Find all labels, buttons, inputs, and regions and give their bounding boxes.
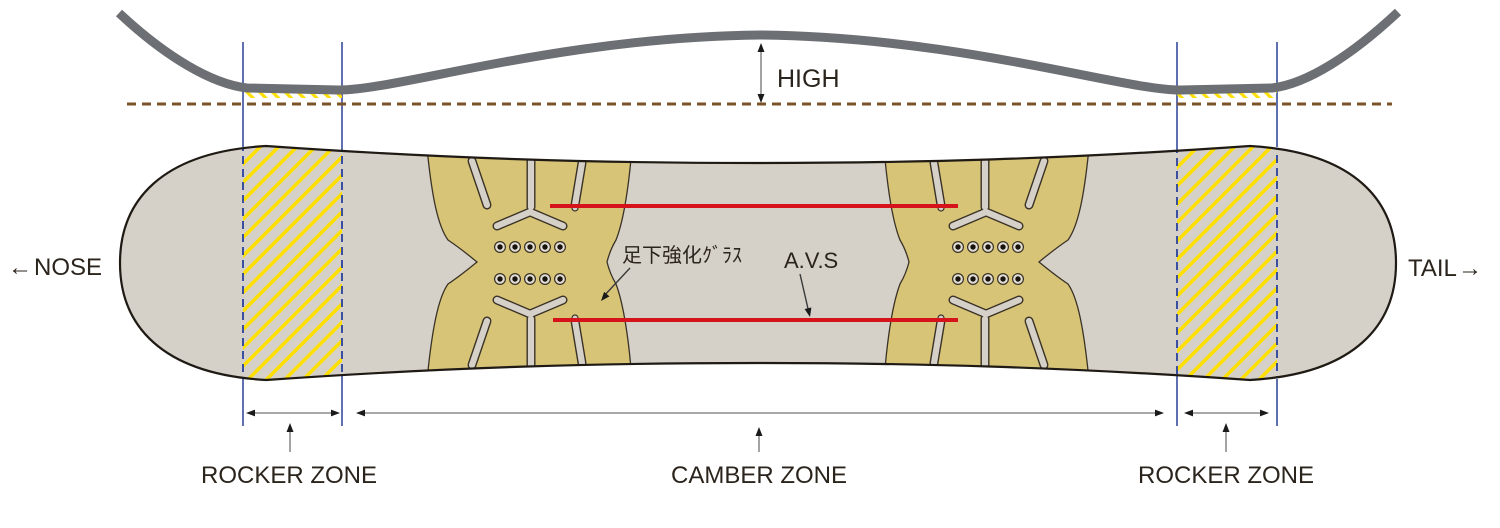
rocker-zone-area-tail — [1176, 146, 1278, 380]
insert-hole — [951, 241, 965, 253]
insert-hole — [538, 273, 552, 285]
underfoot-reinforcement-label: 足下強化ｸﾞﾗｽ — [622, 244, 742, 267]
camber-profile-curve — [115, 8, 1402, 95]
insert-hole — [996, 241, 1010, 253]
insert-hole — [966, 241, 980, 253]
rocker-zone-left-pointer — [286, 423, 294, 452]
rocker-zone-left-label: ROCKER ZONE — [201, 462, 377, 489]
insert-hole — [996, 273, 1010, 285]
insert-hole — [981, 273, 995, 285]
insert-hole — [553, 241, 567, 253]
insert-hole — [523, 241, 537, 253]
insert-hole — [538, 241, 552, 253]
rocker-zone-right-label: ROCKER ZONE — [1138, 462, 1314, 489]
high-dimension-arrow — [757, 43, 765, 103]
nose-arrow-icon: ← — [8, 254, 32, 281]
insert-hole — [981, 241, 995, 253]
board-top-view — [118, 144, 1398, 382]
zone-dimensions: ROCKER ZONE CAMBER ZONE ROCKER ZONE — [201, 409, 1314, 489]
rocker-zone-right-pointer — [1222, 423, 1230, 452]
camber-zone-label: CAMBER ZONE — [671, 462, 847, 489]
high-label: HIGH — [777, 65, 840, 93]
insert-hole — [1011, 241, 1025, 253]
insert-hole — [1011, 273, 1025, 285]
camber-zone-arrow — [356, 409, 1164, 417]
annotation-underfoot-reinforcement: 足下強化ｸﾞﾗｽ — [601, 244, 742, 301]
tail-label: TAIL — [1408, 255, 1457, 282]
rocker-zone-area-nose — [242, 146, 343, 380]
insert-hole — [494, 241, 506, 253]
board-outline — [118, 144, 1398, 382]
rocker-zone-right-arrow — [1184, 409, 1269, 417]
insert-hole — [494, 273, 506, 285]
insert-hole — [523, 273, 537, 285]
tail-arrow-icon: → — [1458, 255, 1482, 282]
profile-section: HIGH — [115, 8, 1402, 106]
insert-hole — [966, 273, 980, 285]
insert-hole — [509, 273, 522, 285]
camber-zone-pointer — [755, 427, 763, 452]
flex-slits-rear — [929, 151, 1049, 375]
nose-label: NOSE — [34, 254, 102, 281]
avs-label: A.V.S — [784, 248, 838, 273]
insert-hole — [951, 273, 965, 285]
flex-slits-front — [467, 151, 587, 375]
nose-label-group: ← NOSE — [8, 254, 102, 281]
insert-hole — [509, 241, 522, 253]
insert-hole — [553, 273, 567, 285]
tail-label-group: TAIL → — [1408, 255, 1482, 282]
annotation-avs: A.V.S — [784, 248, 838, 317]
rocker-zone-left-arrow — [246, 409, 340, 417]
